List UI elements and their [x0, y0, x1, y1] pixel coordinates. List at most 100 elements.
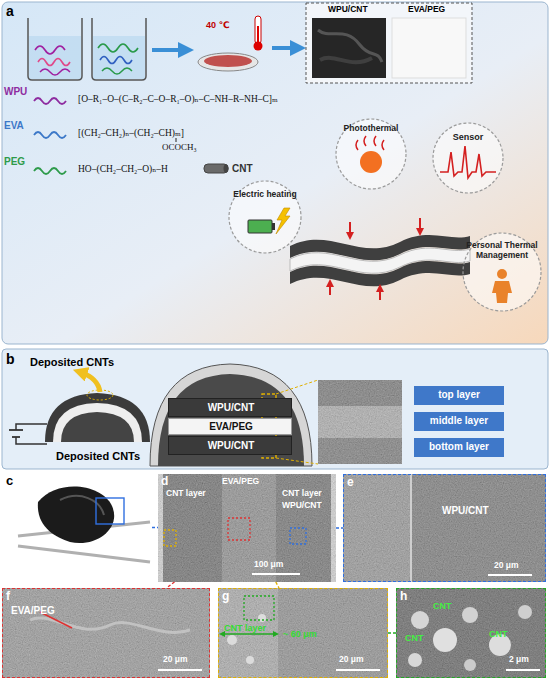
panel-a-background — [2, 2, 548, 344]
beaker-eva-peg — [93, 36, 145, 79]
circle-outline — [229, 181, 301, 253]
panel-b-background — [2, 349, 548, 469]
sem-image — [218, 588, 388, 678]
panel-letter: h — [400, 590, 407, 604]
node-label: Personal Thermal Management — [466, 241, 538, 261]
sem-image — [2, 588, 210, 678]
polymer-name: PEG — [4, 156, 25, 168]
panel-b-background — [2, 349, 548, 469]
panel-letter: c — [6, 474, 13, 489]
panel-a-background — [2, 2, 548, 344]
beaker-wpu — [38, 59, 70, 66]
image-annotation: 100 μm — [254, 560, 283, 570]
layer-tag: top layer — [414, 386, 504, 405]
sem-image — [506, 669, 540, 671]
image-annotation: ~ 60 μm — [283, 629, 317, 639]
polymer-name: WPU — [4, 86, 27, 98]
application-icons — [272, 223, 275, 230]
beaker-wpu — [40, 69, 70, 75]
sem-image — [222, 633, 276, 635]
film-photo — [60, 496, 104, 515]
sem-image — [411, 611, 429, 629]
photo-panel: c — [2, 472, 152, 582]
large-dome-illustration — [150, 364, 312, 466]
application-icons — [433, 123, 503, 193]
polymer-chain-symbol — [34, 132, 66, 138]
panel-letter: d — [161, 475, 168, 489]
layered-film-illustration — [329, 283, 331, 295]
beaker-wpu — [29, 36, 81, 79]
beaker-eva-peg — [100, 57, 132, 64]
film-photo — [96, 498, 124, 524]
panel-letter: g — [222, 590, 229, 604]
sem-image — [252, 573, 300, 575]
sem-image — [218, 588, 388, 678]
application-icons — [463, 233, 541, 311]
sem-image — [464, 659, 476, 671]
circle-outline — [463, 233, 541, 311]
circuit-wire — [12, 436, 20, 438]
sem-image — [396, 588, 546, 678]
large-dome-illustration — [276, 458, 318, 464]
sem-cross-section — [318, 380, 402, 464]
application-circle: Sensor — [432, 122, 504, 194]
film-photos — [306, 3, 472, 83]
large-dome-illustration — [276, 380, 318, 394]
zoom-connector — [166, 582, 174, 588]
sem-image — [343, 474, 546, 582]
sem-image — [396, 588, 546, 678]
sem-image — [228, 518, 250, 540]
temperature-label: 40 ℃ — [206, 20, 229, 30]
film-photos — [306, 3, 472, 83]
sem-image — [343, 474, 546, 582]
sem-image — [158, 669, 202, 671]
sem-cross-section — [318, 380, 402, 464]
cnt-cylinder — [204, 164, 228, 173]
polymer-name: EVA — [4, 120, 24, 132]
beaker-wpu — [35, 46, 65, 54]
petri-dish — [198, 53, 258, 71]
small-dome-illustration — [53, 403, 142, 442]
node-label: Photothermal — [335, 124, 407, 134]
image-annotation: WPU/CNT — [442, 505, 489, 517]
film-photo — [2, 472, 152, 582]
zoom-connector — [276, 582, 279, 588]
application-icons — [248, 220, 272, 233]
thermometer-symbol — [257, 26, 259, 44]
film-photo — [38, 487, 114, 544]
process-arrow — [152, 48, 186, 52]
film-layer: WPU/CNT — [168, 398, 292, 417]
node-label: WPU/CNT — [169, 402, 293, 414]
panel-letter: b — [6, 351, 15, 367]
petri-dish — [204, 55, 252, 67]
node-label: WPU/CNT — [169, 440, 293, 452]
thermometer-symbol — [254, 16, 263, 51]
zoom-connector — [388, 632, 396, 633]
callout-arrow — [80, 372, 100, 392]
image-annotation: CNT — [433, 601, 452, 611]
image-annotation: CNT — [405, 633, 424, 643]
sem-image — [433, 628, 457, 652]
cnt-cylinder — [224, 165, 229, 173]
panel-letter: e — [347, 476, 354, 490]
circuit-wire — [16, 424, 47, 444]
sem-panel: eWPU/CNT20 μm — [343, 474, 546, 582]
node-label: EVA/PEG — [169, 421, 293, 433]
polymer-chain-symbol — [176, 138, 177, 142]
sem-image — [2, 588, 210, 678]
application-circle: Photothermal — [335, 118, 407, 190]
node-label: bottom layer — [414, 441, 504, 453]
beaker-eva-peg — [92, 18, 146, 80]
callout-label: Deposited CNTs — [56, 450, 140, 463]
film-photos — [320, 58, 372, 62]
small-dome-illustration — [61, 412, 134, 442]
film-layer: WPU/CNT — [168, 436, 292, 455]
image-annotation: CNT layer — [166, 489, 206, 499]
image-annotation: 20 μm — [163, 655, 188, 665]
thermometer-symbol — [255, 16, 261, 44]
node-label: Sensor — [432, 132, 504, 142]
polymer-chain-symbol — [34, 168, 66, 174]
beaker-eva-peg — [92, 18, 146, 80]
